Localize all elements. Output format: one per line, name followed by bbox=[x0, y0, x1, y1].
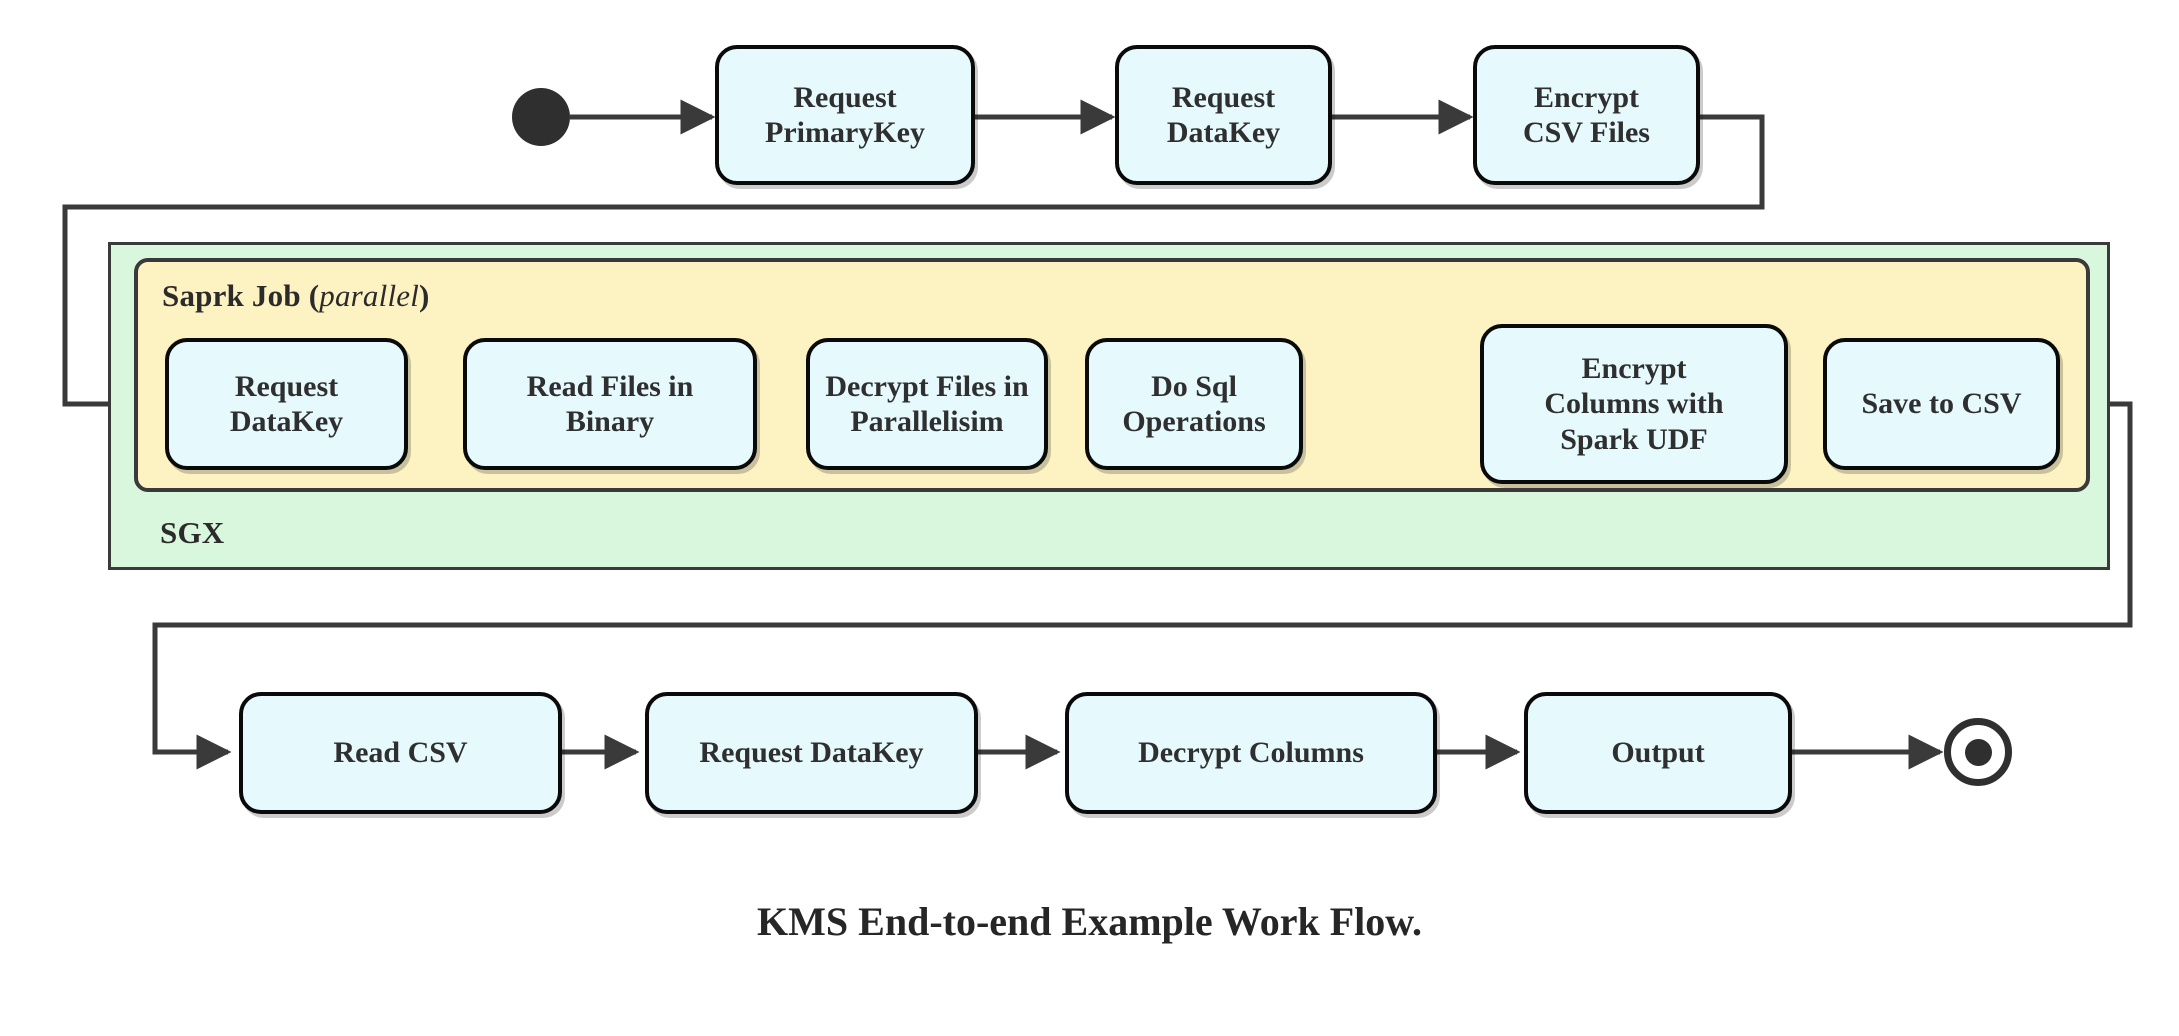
spark-label-paren-open: ( bbox=[308, 278, 320, 313]
node-label: Request DataKey bbox=[699, 736, 924, 770]
node-label: Request DataKey bbox=[1166, 80, 1281, 149]
node-read-files-in-binary[interactable]: Read Files in Binary bbox=[463, 338, 757, 470]
node-encrypt-csv-files[interactable]: Encrypt CSV Files bbox=[1473, 45, 1700, 185]
node-decrypt-files-in-parallelisim[interactable]: Decrypt Files in Parallelisim bbox=[806, 338, 1048, 470]
node-request-primarykey[interactable]: Request PrimaryKey bbox=[715, 45, 975, 185]
node-label: Request DataKey bbox=[229, 369, 344, 438]
node-label: Do Sql Operations bbox=[1122, 369, 1266, 438]
node-do-sql-operations[interactable]: Do Sql Operations bbox=[1085, 338, 1303, 470]
diagram-caption: KMS End-to-end Example Work Flow. bbox=[0, 898, 2179, 945]
node-encrypt-columns-with-spark-udf[interactable]: Encrypt Columns with Spark UDF bbox=[1480, 324, 1788, 484]
spark-job-container-label: Saprk Job (parallel) bbox=[162, 278, 430, 314]
end-node-icon bbox=[1944, 718, 2012, 786]
node-request-datakey-top[interactable]: Request DataKey bbox=[1115, 45, 1332, 185]
caption-text: KMS End-to-end Example Work Flow. bbox=[757, 899, 1422, 944]
node-label: Decrypt Columns bbox=[1138, 736, 1364, 770]
node-label: Encrypt CSV Files bbox=[1523, 80, 1650, 149]
node-label: Output bbox=[1611, 736, 1705, 770]
sgx-container-label: SGX bbox=[160, 515, 224, 551]
node-save-to-csv[interactable]: Save to CSV bbox=[1823, 338, 2060, 470]
end-node-inner-dot bbox=[1964, 738, 1992, 766]
node-output[interactable]: Output bbox=[1524, 692, 1792, 814]
node-label: Request PrimaryKey bbox=[765, 80, 925, 149]
sgx-label-text: SGX bbox=[160, 515, 225, 550]
node-label: Read CSV bbox=[333, 736, 468, 770]
spark-label-bold: Saprk Job bbox=[162, 278, 301, 313]
start-node-icon bbox=[512, 88, 570, 146]
spark-label-italic: parallel bbox=[319, 278, 420, 313]
node-read-csv[interactable]: Read CSV bbox=[239, 692, 562, 814]
node-label: Save to CSV bbox=[1861, 387, 2022, 421]
node-request-datakey-spark[interactable]: Request DataKey bbox=[165, 338, 408, 470]
node-label: Read Files in Binary bbox=[526, 369, 694, 438]
node-label: Decrypt Files in Parallelisim bbox=[825, 369, 1029, 438]
node-label: Encrypt Columns with Spark UDF bbox=[1544, 351, 1724, 456]
node-request-datakey-bottom[interactable]: Request DataKey bbox=[645, 692, 978, 814]
node-decrypt-columns[interactable]: Decrypt Columns bbox=[1065, 692, 1437, 814]
spark-label-paren-close: ) bbox=[419, 278, 430, 313]
